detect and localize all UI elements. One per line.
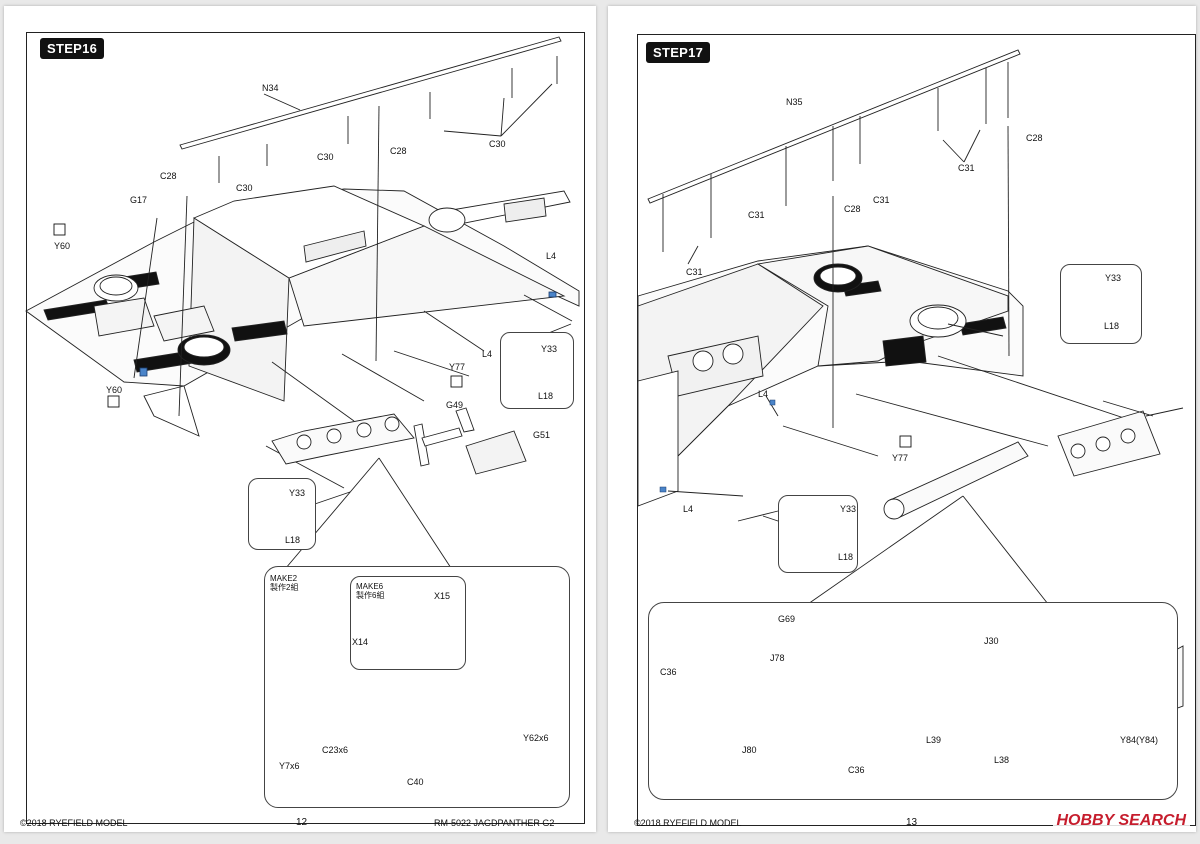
make6-label: MAKE6 [356, 582, 384, 591]
part-label: L4 [683, 504, 694, 514]
step-badge: STEP16 [40, 38, 105, 59]
part-label: X14 [352, 637, 369, 647]
footer-title: RM-5022 JAGDPANTHER G2 [434, 818, 555, 828]
part-label: G49 [446, 400, 464, 410]
instruction-page-13: STEP17 [608, 6, 1196, 832]
part-label: N34 [262, 83, 279, 93]
part-label: L18 [538, 391, 554, 401]
part-label: C30 [489, 139, 506, 149]
part-label: L18 [285, 535, 301, 545]
part-label: L39 [926, 735, 942, 745]
part-label: L18 [838, 552, 854, 562]
part-label: C36 [660, 667, 677, 677]
part-label: Y60 [54, 241, 71, 251]
part-label: C28 [160, 171, 177, 181]
callout-y33-l18-lower [248, 478, 316, 550]
part-label: Y33 [541, 344, 558, 354]
part-label: C40 [407, 777, 424, 787]
part-label: Y77 [892, 453, 909, 463]
callout-make6-links [350, 576, 466, 670]
part-label: G51 [533, 430, 551, 440]
make6-label-cjk: 製作6組 [356, 591, 385, 601]
part-label: G17 [130, 195, 148, 205]
part-label: G69 [778, 614, 796, 624]
part-label: L38 [994, 755, 1010, 765]
part-label: L4 [546, 251, 557, 261]
footer-page-number: 12 [296, 817, 308, 828]
watermark-logo: HOBBY SEARCH [1052, 812, 1190, 830]
make2-note: MAKE2 製作2組 [270, 574, 298, 592]
part-label: C36 [848, 765, 865, 775]
part-label: C30 [317, 152, 334, 162]
footer-copyright: ©2018 RYEFIELD MODEL [634, 818, 742, 828]
part-label: X15 [434, 591, 451, 601]
part-label: Y7x6 [279, 761, 300, 771]
part-label: C28 [844, 204, 861, 214]
part-label: C31 [873, 195, 890, 205]
part-label: Y62x6 [523, 733, 549, 743]
part-label: J30 [984, 636, 999, 646]
part-label: C28 [390, 146, 407, 156]
footer-copyright: ©2018 RYEFIELD MODEL [20, 818, 128, 828]
part-label: C28 [1026, 133, 1043, 143]
part-label: Y33 [1105, 273, 1122, 283]
make2-label: MAKE2 [270, 574, 298, 583]
part-label: C31 [958, 163, 975, 173]
part-label: N35 [786, 97, 803, 107]
part-label: Y33 [289, 488, 306, 498]
callout-skirt-detail [648, 602, 1178, 800]
part-label: C30 [236, 183, 253, 193]
footer-page-number: 13 [906, 817, 918, 828]
part-label: C23x6 [322, 745, 349, 755]
part-label: J78 [770, 653, 785, 663]
part-label: J80 [742, 745, 757, 755]
part-label: Y60 [106, 385, 123, 395]
part-label: L4 [758, 389, 769, 399]
step-badge: STEP17 [646, 42, 711, 63]
instruction-page-12: STEP16 [4, 6, 596, 832]
part-label: L4 [482, 349, 493, 359]
callout-y33-l18-upper [500, 332, 574, 409]
make6-note: MAKE6 製作6組 [356, 582, 384, 600]
make2-label-cjk: 製作2組 [270, 583, 299, 593]
part-label: Y77 [449, 362, 466, 372]
part-label: C31 [686, 267, 703, 277]
part-label: Y84(Y84) [1120, 735, 1159, 745]
part-label: L18 [1104, 321, 1120, 331]
callout-y33-l18-lower [778, 495, 858, 573]
callout-y33-l18-upper [1060, 264, 1142, 344]
part-label: C31 [748, 210, 765, 220]
part-label: Y33 [840, 504, 857, 514]
